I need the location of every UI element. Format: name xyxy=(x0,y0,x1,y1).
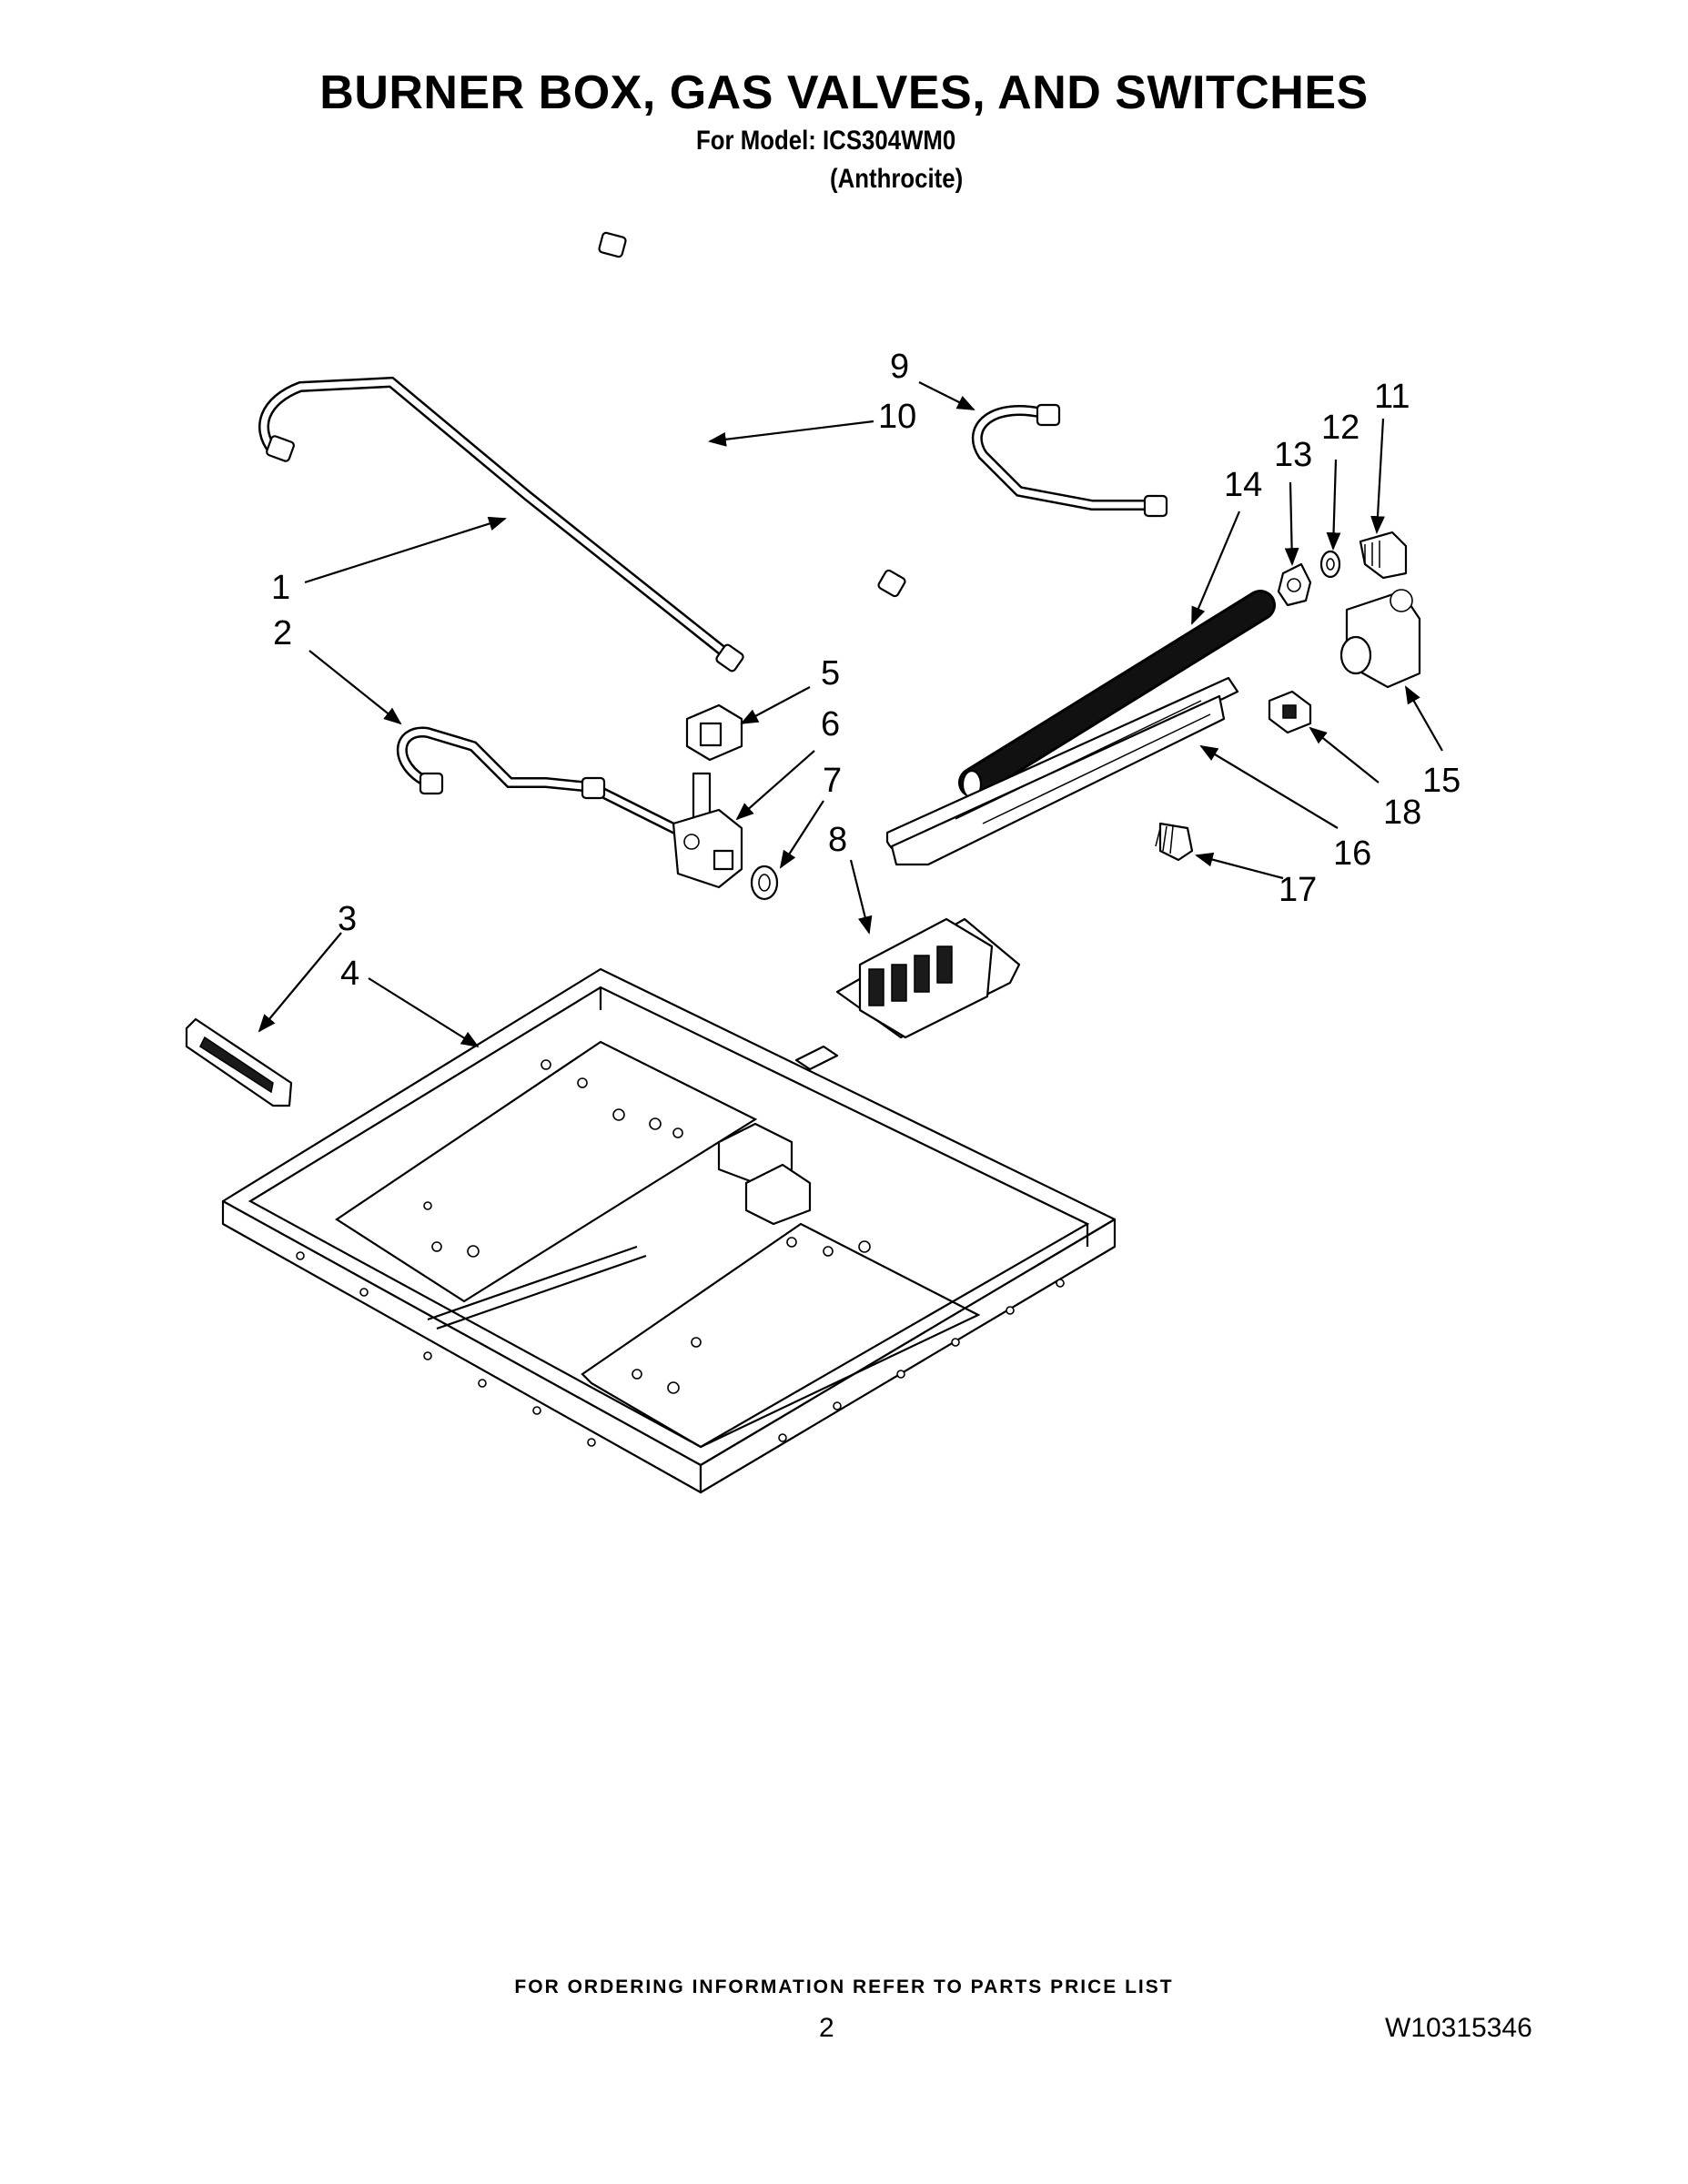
switch-clip xyxy=(685,703,743,762)
manifold-bracket xyxy=(885,676,1239,866)
document-number: W10315346 xyxy=(1385,2013,1532,2043)
model-line: For Model: ICS304WM0 xyxy=(696,126,956,156)
color-line: (Anthrocite) xyxy=(830,164,964,194)
hex-nut xyxy=(1277,562,1312,607)
speed-nut xyxy=(1268,690,1312,734)
callout-15: 15 xyxy=(1422,762,1461,800)
callout-7: 7 xyxy=(823,762,842,800)
callout-13: 13 xyxy=(1274,436,1312,474)
callout-3: 3 xyxy=(338,900,357,938)
callout-12: 12 xyxy=(1321,409,1359,447)
leader-lines xyxy=(258,381,1443,1048)
callout-11: 11 xyxy=(1374,378,1410,416)
gas-tube-1 xyxy=(258,376,744,672)
valve-washer xyxy=(750,864,779,901)
gasket-washer xyxy=(1319,550,1341,579)
gas-tube-valve xyxy=(396,726,694,843)
callout-5: 5 xyxy=(821,654,840,693)
callout-10: 10 xyxy=(878,398,916,436)
callout-4: 4 xyxy=(340,955,359,993)
burner-box xyxy=(221,967,1117,1494)
screw xyxy=(1155,822,1194,862)
callout-2: 2 xyxy=(273,614,292,652)
gas-regulator xyxy=(1339,589,1421,689)
gas-valve xyxy=(672,772,743,889)
callout-8: 8 xyxy=(828,821,847,859)
callout-14: 14 xyxy=(1224,466,1262,504)
callout-labels: 1 2 3 4 5 6 7 8 9 10 11 12 13 14 15 16 1… xyxy=(271,348,1461,993)
gas-tube-long xyxy=(514,231,906,598)
callout-16: 16 xyxy=(1333,834,1371,873)
elbow-fitting xyxy=(1359,531,1408,580)
wire-bracket xyxy=(185,1017,293,1107)
page-title: BURNER BOX, GAS VALVES, AND SWITCHES xyxy=(319,66,1369,119)
ignition-switch-assembly xyxy=(835,917,1021,1039)
gas-tube-short xyxy=(972,403,1168,518)
page-number: 2 xyxy=(819,2013,834,2043)
callout-9: 9 xyxy=(890,348,909,386)
callout-17: 17 xyxy=(1279,871,1317,909)
callout-6: 6 xyxy=(821,705,840,743)
callout-1: 1 xyxy=(271,569,290,607)
callout-18: 18 xyxy=(1383,794,1421,832)
ordering-note: FOR ORDERING INFORMATION REFER TO PARTS … xyxy=(514,1977,1174,1997)
